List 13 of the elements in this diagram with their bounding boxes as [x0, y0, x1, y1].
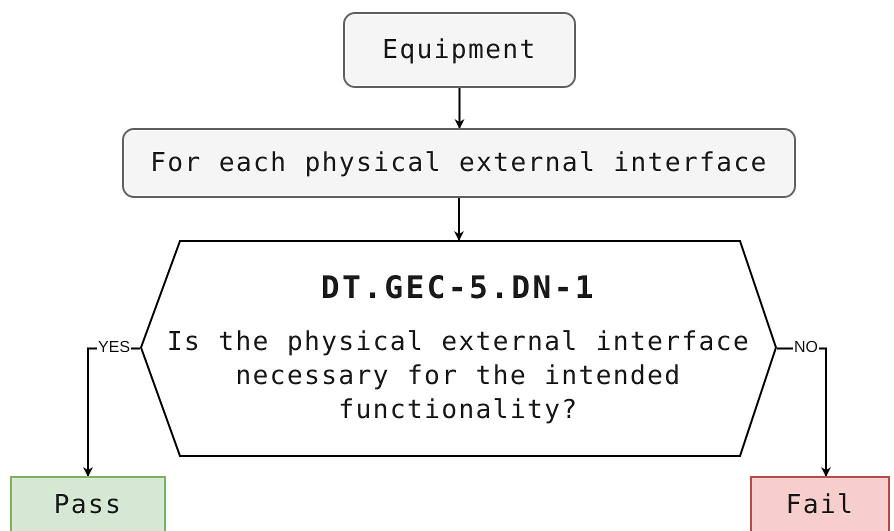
question-text: Is the physical external interface necessary for the intended functionality?: [166, 326, 752, 426]
box-label: Fail: [784, 489, 856, 522]
result-box: [750, 476, 890, 531]
process-box: [122, 128, 796, 198]
box-label: Pass: [52, 489, 124, 522]
process-box: [343, 12, 576, 88]
box-label: For each physical external interface: [149, 147, 769, 180]
rule-id: DT.GEC-5.DN-1: [320, 270, 596, 304]
arrow: [454, 198, 464, 241]
box-label: Equipment: [381, 34, 538, 67]
result-box: [10, 476, 166, 531]
decision-hexagon: [140, 240, 777, 457]
arrow: [454, 88, 464, 129]
